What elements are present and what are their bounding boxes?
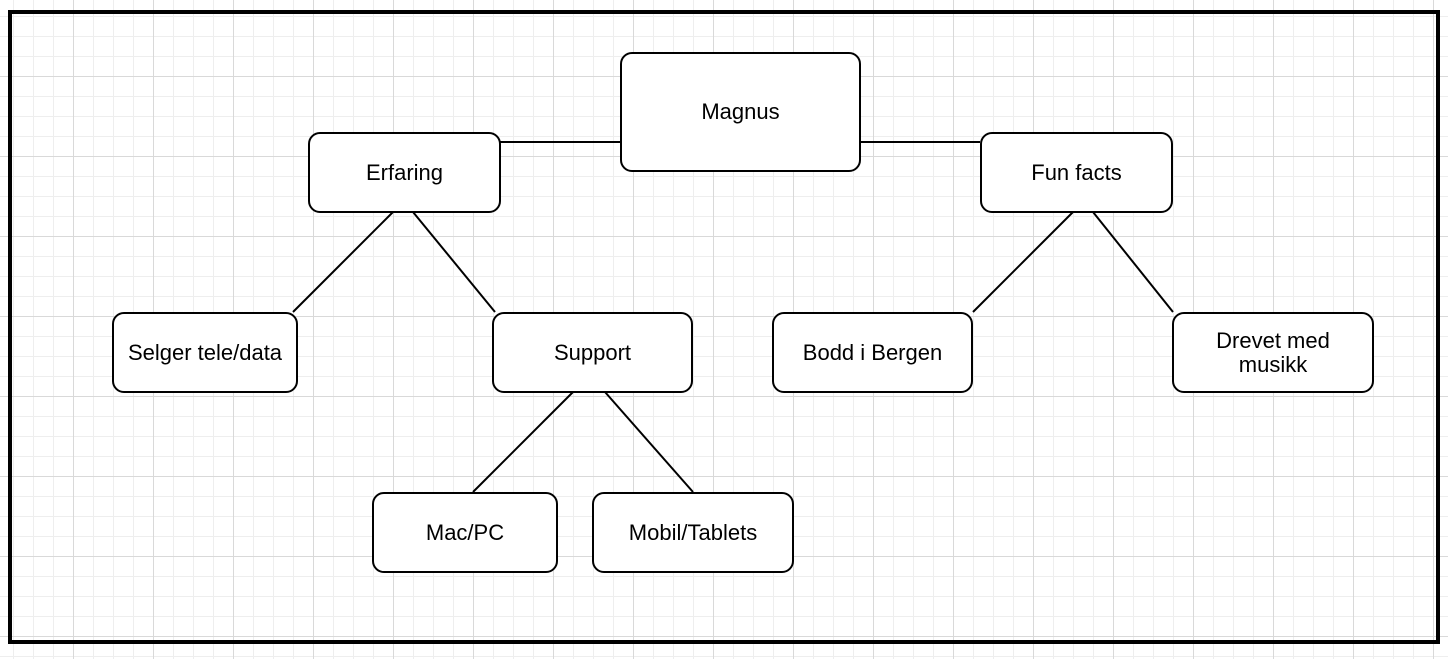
- diagram-frame: [8, 10, 1440, 644]
- node-mac-pc[interactable]: Mac/PC: [372, 492, 558, 573]
- node-support[interactable]: Support: [492, 312, 693, 393]
- edge-support-mobil: [604, 391, 694, 493]
- node-erfaring[interactable]: Erfaring: [308, 132, 501, 213]
- node-fun-facts[interactable]: Fun facts: [980, 132, 1173, 213]
- edge-erfaring-selger: [292, 211, 394, 313]
- node-drevet-med-musikk[interactable]: Drevet med musikk: [1172, 312, 1374, 393]
- edge-funfacts-drevet: [1092, 211, 1174, 313]
- node-magnus[interactable]: Magnus: [620, 52, 861, 172]
- edge-funfacts-bodd: [972, 211, 1074, 313]
- node-mobil-tablets[interactable]: Mobil/Tablets: [592, 492, 794, 573]
- edge-support-macpc: [472, 391, 574, 493]
- edge-erfaring-support: [412, 211, 496, 313]
- node-bodd-i-bergen[interactable]: Bodd i Bergen: [772, 312, 973, 393]
- node-selger-tele-data[interactable]: Selger tele/data: [112, 312, 298, 393]
